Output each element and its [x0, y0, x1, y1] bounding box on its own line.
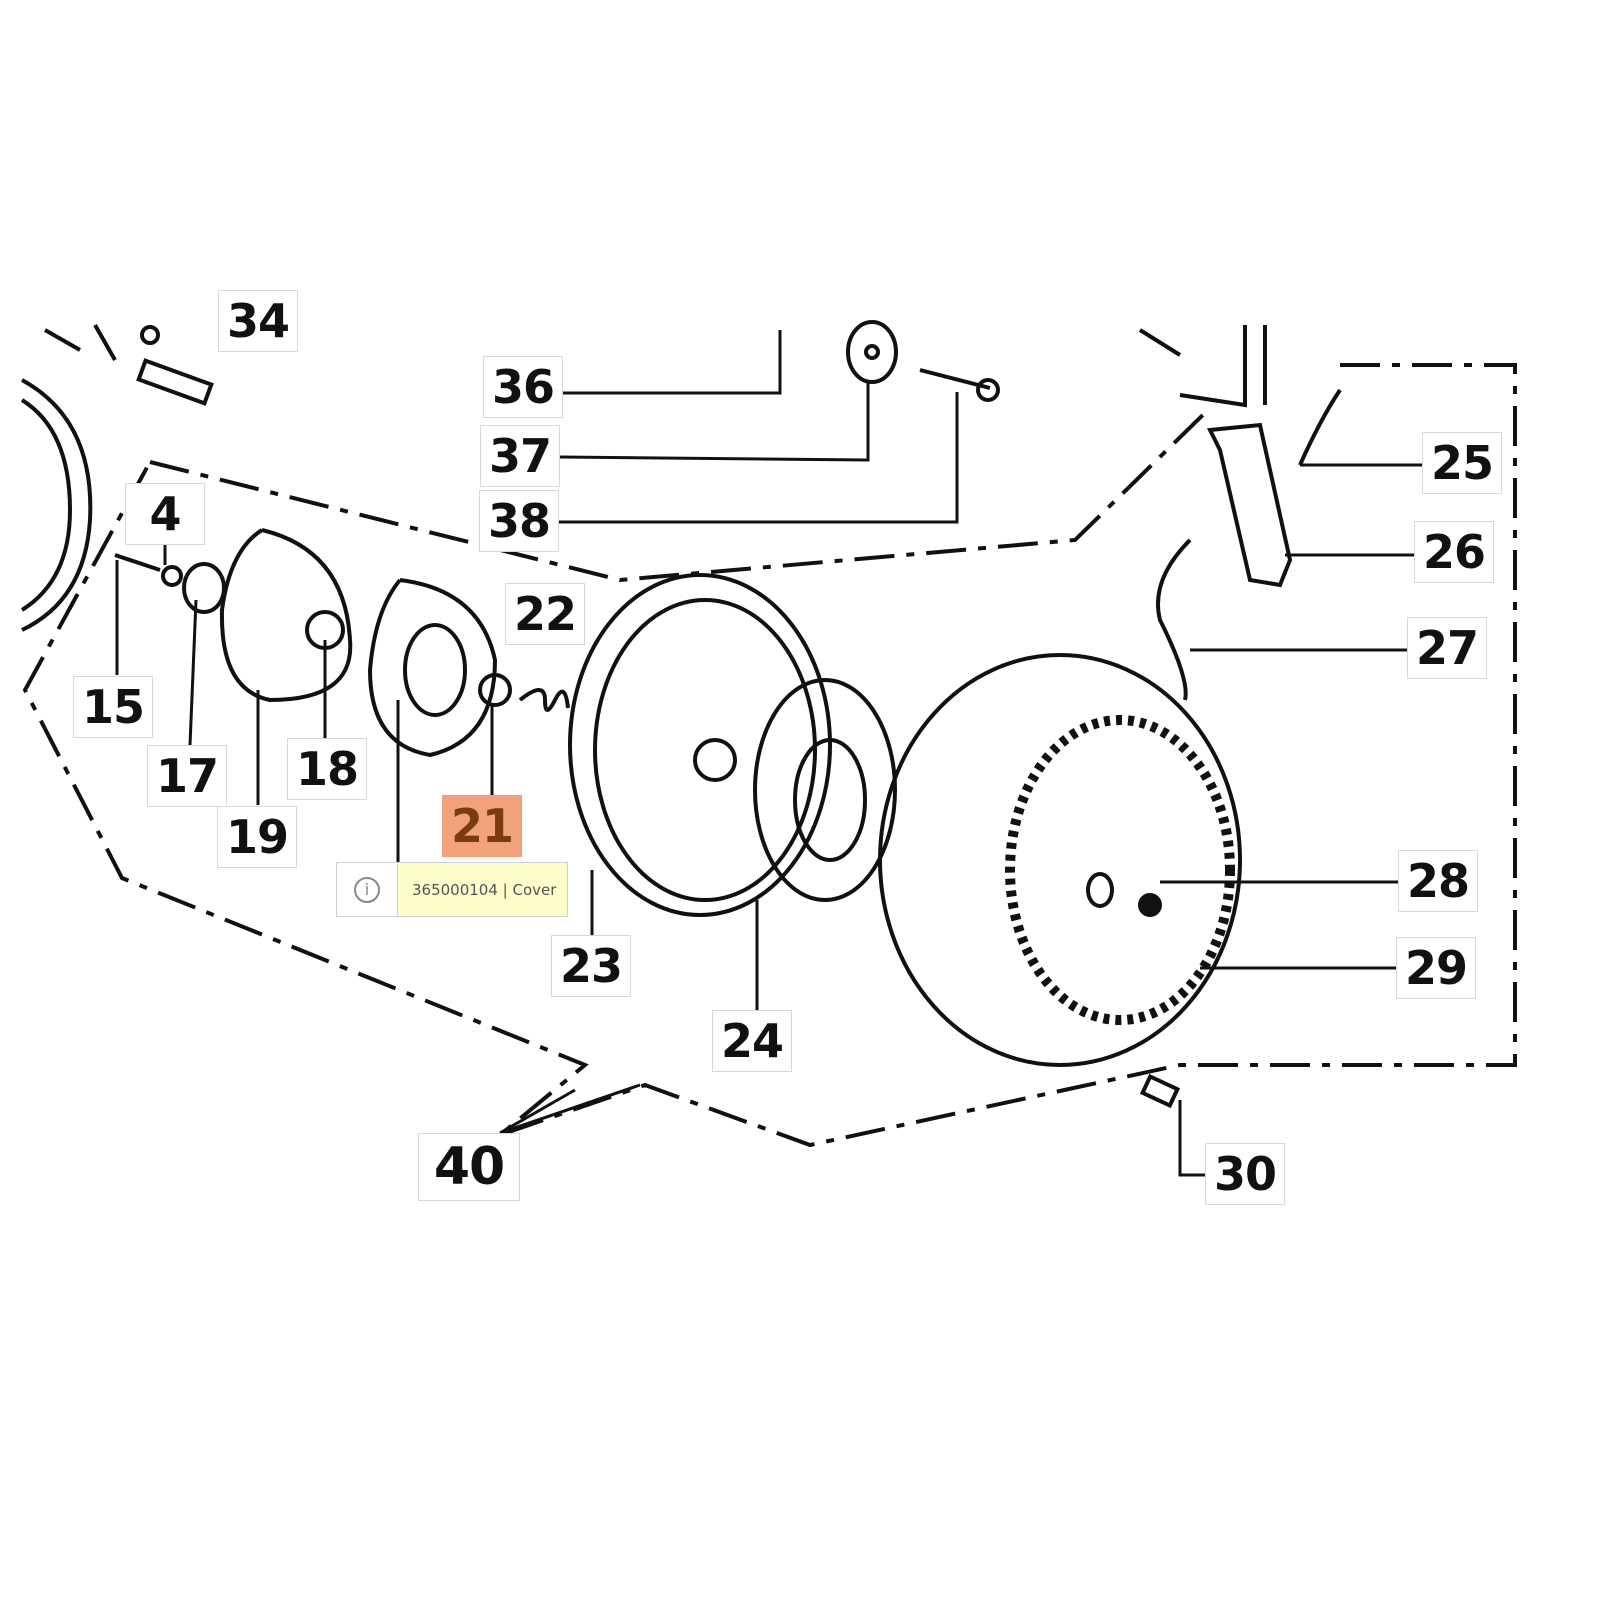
part-label-23[interactable]: 23 — [551, 935, 631, 997]
part-screws-top — [44, 324, 1000, 406]
part-screw-15-washer-17 — [114, 553, 226, 614]
part-label-15[interactable]: 15 — [73, 676, 153, 738]
part-label-30[interactable]: 30 — [1205, 1143, 1285, 1205]
part-label-17[interactable]: 17 — [147, 745, 227, 807]
part-label-19[interactable]: 19 — [217, 806, 297, 868]
assembly-outline — [22, 363, 1517, 1148]
part-label-27[interactable]: 27 — [1407, 617, 1487, 679]
info-icon: i — [354, 876, 380, 903]
bracket-top-right — [1138, 325, 1267, 408]
part-label-38[interactable]: 38 — [479, 490, 559, 552]
leader-lines — [115, 330, 1422, 1177]
part-label-36[interactable]: 36 — [483, 356, 563, 418]
part-spring-24 — [753, 678, 897, 902]
part-handle-26 — [1156, 388, 1342, 701]
part-pawl-holder-20 — [367, 578, 512, 758]
part-label-29[interactable]: 29 — [1396, 937, 1476, 999]
part-label-22[interactable]: 22 — [505, 583, 585, 645]
part-plate-19 — [219, 528, 353, 703]
part-label-24[interactable]: 24 — [712, 1010, 792, 1072]
part-label-40[interactable]: 40 — [418, 1133, 520, 1201]
part-label-26[interactable]: 26 — [1414, 521, 1494, 583]
tooltip-text: 365000104 | Cover — [398, 863, 567, 916]
part-pulley-23 — [568, 573, 832, 917]
part-label-28[interactable]: 28 — [1398, 850, 1478, 912]
part-label-21-highlighted[interactable]: 21 — [442, 795, 522, 857]
part-spring-22 — [518, 688, 570, 712]
part-screw-30 — [1139, 1073, 1181, 1109]
part-label-37[interactable]: 37 — [480, 425, 560, 487]
part-label-25[interactable]: 25 — [1422, 432, 1502, 494]
part-housing-left — [20, 378, 93, 632]
part-label-4[interactable]: 4 — [125, 483, 205, 545]
part-label-34[interactable]: 34 — [218, 290, 298, 352]
part-label-18[interactable]: 18 — [287, 738, 367, 800]
part-tooltip: i 365000104 | Cover — [336, 862, 568, 917]
tooltip-icon-cell: i — [337, 863, 398, 916]
part-starter-cover-29 — [878, 653, 1242, 1067]
part-washer-37 — [846, 320, 898, 384]
